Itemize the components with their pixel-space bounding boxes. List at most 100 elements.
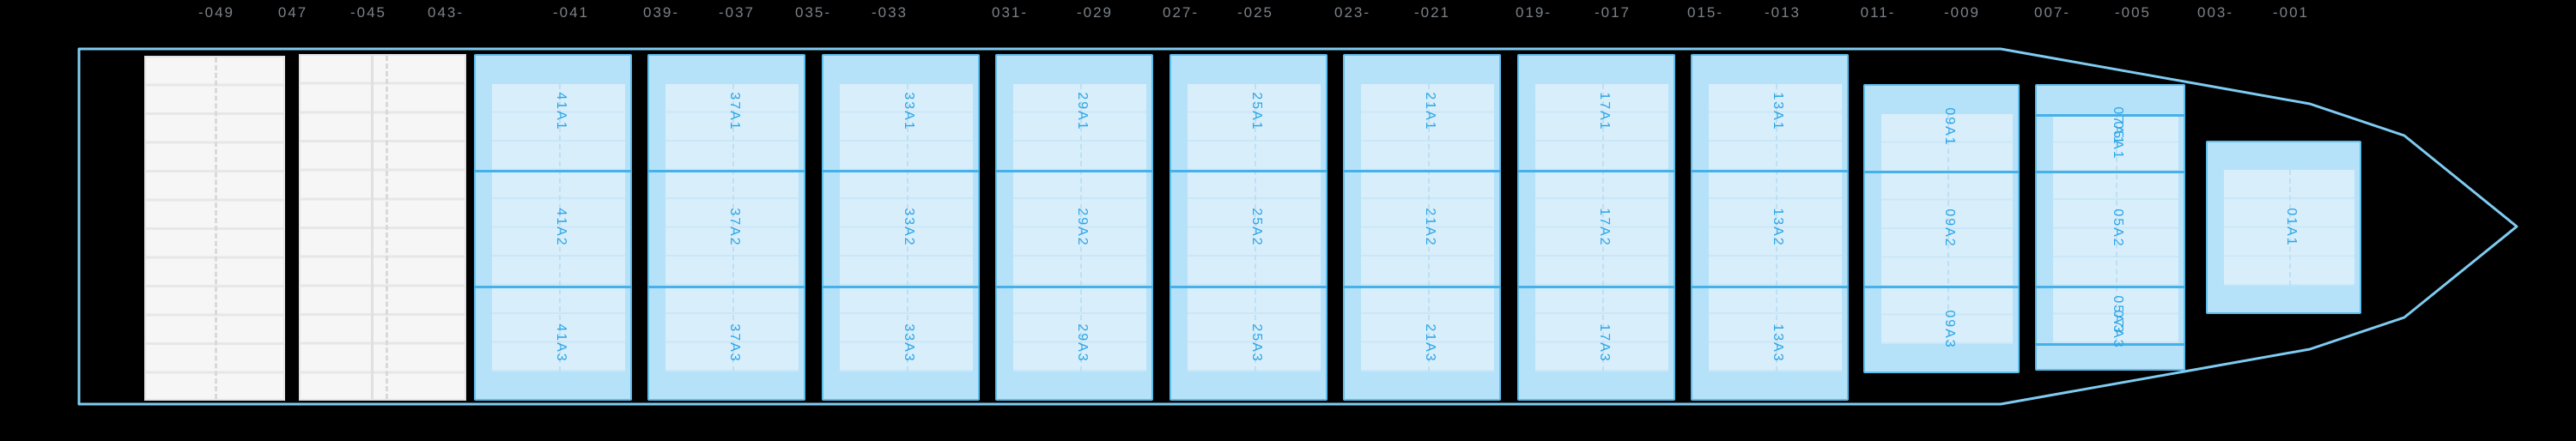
bay-ruler-label: 035- xyxy=(794,4,832,21)
bay-ruler-label: -049 xyxy=(197,4,235,21)
bay-ruler-label: 003- xyxy=(2196,4,2234,21)
centerline-dashed xyxy=(1079,84,1082,372)
compartment-divider xyxy=(995,286,1153,288)
bay-ruler-label: -017 xyxy=(1594,4,1631,21)
compartment-divider xyxy=(995,170,1153,172)
bay-inner-grid xyxy=(1881,114,2013,344)
stack-label-17A2: 17A2 xyxy=(1596,208,1612,247)
bay-ruler-label: -009 xyxy=(1943,4,1981,21)
stack-label-41A2: 41A2 xyxy=(553,208,568,247)
stack-label-09A3: 09A3 xyxy=(1941,310,1957,349)
compartment-divider xyxy=(1343,170,1501,172)
bay-inner-grid xyxy=(665,84,799,372)
bay-ruler-label: -021 xyxy=(1413,4,1451,21)
bay-ruler-label: 031- xyxy=(991,4,1029,21)
compartment-divider xyxy=(1517,170,1675,172)
compartment-divider xyxy=(1863,171,2020,173)
compartment-divider xyxy=(2035,171,2185,173)
stack-label-25A1: 25A1 xyxy=(1249,92,1264,131)
bay-ruler-label: -013 xyxy=(1764,4,1801,21)
stack-label-13A3: 13A3 xyxy=(1770,323,1785,363)
bay-21[interactable]: 21A1 21A2 21A3 xyxy=(1343,54,1501,401)
stack-label-25A3: 25A3 xyxy=(1249,323,1264,363)
stack-label-29A1: 29A1 xyxy=(1074,92,1090,131)
stack-label-21A3: 21A3 xyxy=(1422,323,1437,363)
compartment-divider xyxy=(1170,286,1327,288)
centerline-dashed xyxy=(906,84,908,372)
column-divider xyxy=(371,56,374,399)
bay-29[interactable]: 29A1 29A2 29A3 xyxy=(995,54,1153,401)
stack-label-21A1: 21A1 xyxy=(1422,92,1437,131)
bay-ruler-label: 039- xyxy=(642,4,680,21)
centerline-dashed xyxy=(1947,114,1949,344)
compartment-divider xyxy=(474,170,632,172)
bay-ruler-label: 047 xyxy=(277,4,308,21)
compartment-divider xyxy=(2035,343,2185,346)
bay-ruler-label: 023- xyxy=(1334,4,1371,21)
bay-inner-grid xyxy=(1535,84,1668,372)
bay-ruler-label: 027- xyxy=(1162,4,1200,21)
bay-01[interactable]: 01A1 xyxy=(2206,141,2361,314)
bay-inner-grid xyxy=(1013,84,1146,372)
compartment-divider xyxy=(822,170,980,172)
bay-13[interactable]: 13A1 13A2 13A3 xyxy=(1691,54,1849,401)
centerline-dashed xyxy=(1601,84,1604,372)
stack-label-07A3: 07A3 xyxy=(2111,310,2125,349)
bay-ruler-label: 011- xyxy=(1860,4,1896,21)
bay-25[interactable]: 25A1 25A2 25A3 xyxy=(1170,54,1327,401)
stack-label-17A1: 17A1 xyxy=(1596,92,1612,131)
stack-label-21A2: 21A2 xyxy=(1422,208,1437,247)
compartment-divider xyxy=(2035,286,2185,288)
compartment-divider xyxy=(1170,170,1327,172)
compartment-divider xyxy=(822,286,980,288)
centerline-dashed xyxy=(1775,84,1777,372)
stack-label-05A1: 05A1 xyxy=(2111,121,2125,160)
compartment-divider xyxy=(647,286,805,288)
compartment-divider xyxy=(1343,286,1501,288)
bay-inner-grid xyxy=(1188,84,1321,372)
stack-label-37A2: 37A2 xyxy=(726,208,742,247)
stack-label-17A3: 17A3 xyxy=(1596,323,1612,363)
bay-ruler-label: 043- xyxy=(427,4,465,21)
stack-label-05A2: 05A2 xyxy=(2111,208,2125,248)
bay-inner-grid xyxy=(1361,84,1494,372)
stack-label-41A3: 41A3 xyxy=(553,323,568,363)
stack-label-13A1: 13A1 xyxy=(1770,92,1785,131)
bay-inner-grid xyxy=(1709,84,1842,372)
bay-ruler-label: -045 xyxy=(349,4,387,21)
centerline-dashed xyxy=(732,84,734,372)
bay-inner-grid xyxy=(840,84,973,372)
stack-label-25A2: 25A2 xyxy=(1249,208,1264,247)
stack-label-01A1: 01A1 xyxy=(2284,208,2299,247)
bay-ruler-label: -005 xyxy=(2114,4,2152,21)
stack-label-33A1: 33A1 xyxy=(901,92,916,131)
stack-label-29A3: 29A3 xyxy=(1074,323,1090,363)
stack-label-09A2: 09A2 xyxy=(1941,208,1957,248)
compartment-divider xyxy=(2035,114,2185,117)
compartment-divider xyxy=(1691,170,1849,172)
empty-hold-section-aft-hold-1[interactable] xyxy=(144,56,285,401)
stack-label-33A3: 33A3 xyxy=(901,323,916,363)
compartment-divider xyxy=(647,170,805,172)
bay-inner-grid xyxy=(492,84,625,372)
bay-ruler-label: 015- xyxy=(1686,4,1724,21)
bay-ruler-label: 007- xyxy=(2033,4,2071,21)
stack-label-29A2: 29A2 xyxy=(1074,208,1090,247)
bay-inner-grid xyxy=(2053,114,2178,343)
bay-ruler-label: 019- xyxy=(1515,4,1552,21)
bay-ruler-label: -033 xyxy=(871,4,908,21)
compartment-divider xyxy=(1691,286,1849,288)
stack-label-13A2: 13A2 xyxy=(1770,208,1785,247)
bay-ruler-label: -029 xyxy=(1076,4,1114,21)
bay-17[interactable]: 17A1 17A2 17A3 xyxy=(1517,54,1675,401)
empty-hold-section-aft-hold-2[interactable] xyxy=(299,54,466,401)
compartment-divider xyxy=(474,286,632,288)
bay-ruler-label: -025 xyxy=(1236,4,1274,21)
bay-ruler-label: -041 xyxy=(552,4,590,21)
